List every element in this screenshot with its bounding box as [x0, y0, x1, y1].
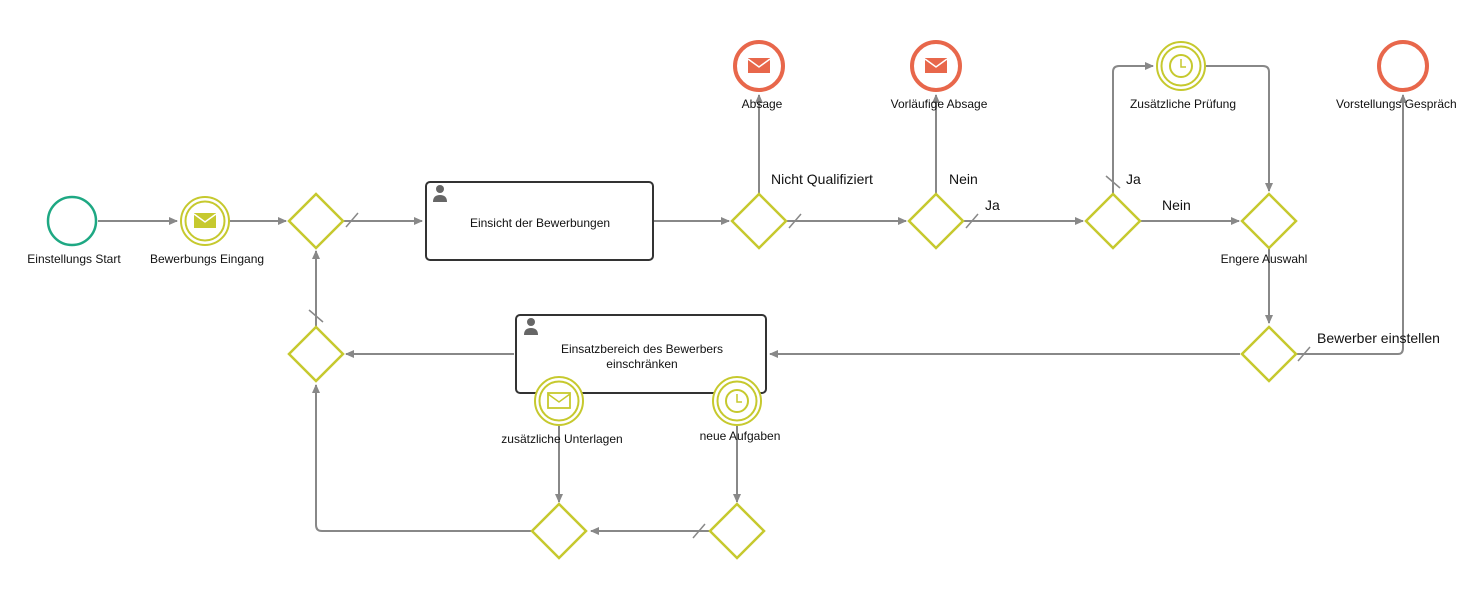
label-absage: Absage [742, 97, 783, 111]
task-einsatz-label-line1: Einsatzbereich des Bewerbers [561, 342, 723, 356]
gateway-9[interactable] [708, 502, 766, 560]
flow-gateway4-to-pruefung[interactable] [1112, 62, 1154, 194]
label-vorlaeufige-absage: Vorläufige Absage [891, 97, 988, 111]
sequence-flows [98, 62, 1407, 539]
gateway-4[interactable] [1084, 192, 1142, 250]
gateway-6[interactable] [1240, 325, 1298, 383]
end-event-vorlaeufige-absage[interactable] [910, 40, 962, 92]
flow-label-nein-1: Nein [949, 171, 978, 187]
gateways [287, 192, 1298, 560]
start-event[interactable] [46, 195, 98, 247]
label-einstellungs-start: Einstellungs Start [27, 252, 121, 266]
flow-pruefung-to-gateway5[interactable] [1206, 65, 1273, 192]
task-einsatz-label-line2: einschränken [606, 357, 677, 371]
flow-gateway6-to-gespraech[interactable] [1296, 94, 1407, 355]
user-icon [524, 318, 538, 335]
task-einsatz[interactable]: Einsatzbereich des Bewerbers einschränke… [515, 314, 767, 394]
flow-label-nicht-qualifiziert: Nicht Qualifiziert [771, 171, 873, 187]
label-zusaetzliche-pruefung: Zusätzliche Prüfung [1130, 97, 1236, 111]
flow-gateway8-to-gateway7[interactable] [312, 384, 531, 532]
gateway-2[interactable] [730, 192, 788, 250]
clock-icon [725, 389, 749, 413]
flow-label-bewerber-einstellen: Bewerber einstellen [1317, 330, 1440, 346]
flow-label-ja-2: Ja [1126, 171, 1141, 187]
label-neue-aufgaben: neue Aufgaben [700, 429, 781, 443]
label-zusaetzliche-unterlagen: zusätzliche Unterlagen [501, 432, 622, 446]
label-engere-auswahl: Engere Auswahl [1221, 252, 1308, 266]
gateway-engere-auswahl[interactable] [1240, 192, 1298, 250]
timer-event-zusaetzliche-pruefung[interactable] [1156, 41, 1206, 91]
user-icon [433, 185, 447, 202]
task-einsicht-label: Einsicht der Bewerbungen [470, 216, 610, 230]
envelope-icon [547, 392, 571, 409]
boundary-timer-event-aufgaben[interactable] [712, 376, 762, 426]
gateway-1[interactable] [287, 192, 345, 250]
task-einsicht[interactable]: Einsicht der Bewerbungen [425, 181, 654, 261]
gateway-3[interactable] [907, 192, 965, 250]
boundary-message-event-unterlagen[interactable] [534, 376, 584, 426]
flow-label-nein-2: Nein [1162, 197, 1191, 213]
flow-label-ja-1: Ja [985, 197, 1000, 213]
label-bewerbungs-eingang: Bewerbungs Eingang [150, 252, 264, 266]
envelope-icon [193, 213, 217, 228]
gateway-7[interactable] [287, 325, 345, 383]
gateway-8[interactable] [530, 502, 588, 560]
end-event-vorstellungs-gespraech[interactable] [1377, 40, 1429, 92]
end-event-absage[interactable] [733, 40, 785, 92]
message-event-bewerbungs-eingang[interactable] [180, 196, 230, 246]
envelope-icon [747, 58, 771, 73]
label-vorstellungs-gespraech: Vorstellungs Gespräch [1336, 97, 1457, 111]
envelope-icon [924, 58, 948, 73]
clock-icon [1169, 54, 1193, 78]
